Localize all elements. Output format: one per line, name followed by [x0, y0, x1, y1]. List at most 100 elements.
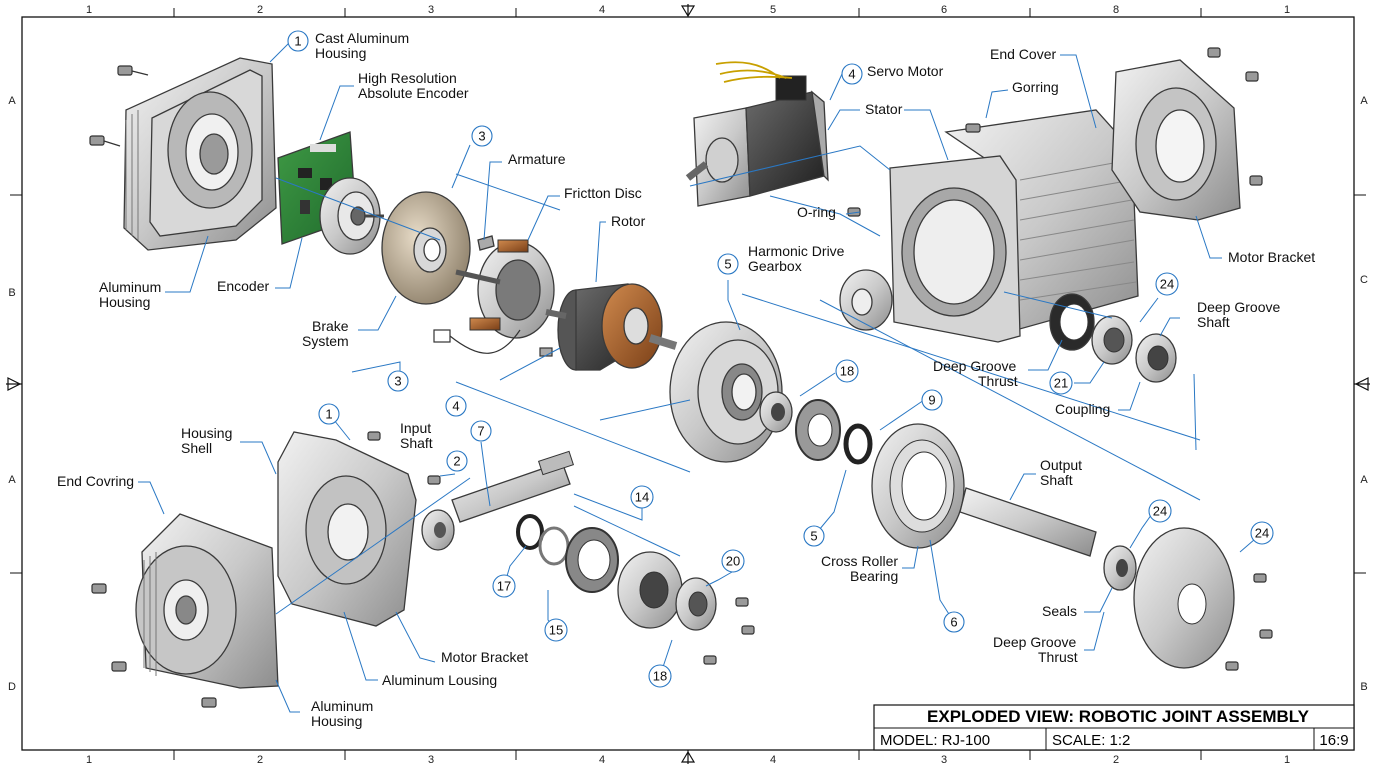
- cast-aluminum-housing-part: [123, 57, 277, 251]
- svg-text:2: 2: [453, 454, 460, 469]
- balloon-gear-5: 5: [803, 525, 825, 547]
- zone-labels-bottom: 1 2 3 4 4 3 2 1: [86, 754, 1290, 766]
- encoder-part: [319, 177, 384, 255]
- label-aluminum-lousing: Aluminum Lousing: [382, 672, 497, 688]
- zone-right-4: B: [1360, 681, 1367, 693]
- balloon-flange-24: 24: [1250, 521, 1274, 545]
- bottom-rings-part: [516, 514, 717, 631]
- svg-text:24: 24: [1255, 526, 1269, 541]
- balloon-bearing-24-top: 24: [1155, 272, 1179, 296]
- balloon-ring-15: 15: [544, 618, 568, 642]
- balloon-bearing-18-top: 18: [835, 359, 859, 383]
- label-motor-bracket-bottom: Motor Bracket: [441, 649, 528, 665]
- zone-right-2: C: [1360, 274, 1368, 286]
- svg-text:5: 5: [810, 529, 817, 544]
- balloon-servo-motor: 4: [841, 63, 863, 85]
- svg-text:4: 4: [848, 67, 855, 82]
- servo-motor-part: [685, 61, 829, 207]
- rotor-part: [545, 283, 678, 371]
- cross-roller-bearing-part: [871, 423, 965, 549]
- label-stator: Stator: [865, 101, 903, 117]
- screws-bottom-center: [703, 597, 755, 665]
- svg-text:24: 24: [1160, 277, 1174, 292]
- svg-text:7: 7: [477, 424, 484, 439]
- svg-text:9: 9: [928, 393, 935, 408]
- screws-top-left: [89, 65, 149, 147]
- balloon-bearing-20: 20: [721, 549, 745, 573]
- title-block-model: MODEL: RJ-100: [880, 732, 990, 749]
- label-armature: Armature: [508, 151, 566, 167]
- svg-text:1: 1: [294, 34, 301, 49]
- zone-top-4: 4: [599, 4, 605, 16]
- zone-labels-top: 1 2 3 4 5 6 8 1: [86, 4, 1290, 16]
- label-gorring: Gorring: [1012, 79, 1059, 95]
- zone-left-1: A: [8, 95, 16, 107]
- svg-text:14: 14: [635, 490, 649, 505]
- svg-text:1: 1: [325, 407, 332, 422]
- zone-top-3: 3: [428, 4, 434, 16]
- balloon-input-4: 4: [445, 395, 467, 417]
- label-servo-motor: Servo Motor: [867, 63, 944, 79]
- title-block-ratio: 16:9: [1319, 732, 1348, 749]
- zone-top-2: 2: [257, 4, 263, 16]
- svg-text:21: 21: [1054, 376, 1068, 391]
- zone-top-5: 5: [770, 4, 776, 16]
- svg-text:17: 17: [497, 579, 511, 594]
- zone-bottom-1: 1: [86, 754, 92, 766]
- balloon-bearing-18-bottom: 18: [648, 664, 672, 688]
- balloon-gear-14: 14: [630, 485, 654, 509]
- output-shaft-part: [959, 487, 1137, 591]
- zone-top-1: 1: [86, 4, 92, 16]
- center-bearings-part: [759, 391, 873, 465]
- harmonic-drive-part: [669, 269, 893, 463]
- svg-text:4: 4: [452, 399, 459, 414]
- brake-disc-part: [381, 191, 471, 305]
- svg-text:18: 18: [840, 364, 854, 379]
- balloon-screw-2: 2: [446, 450, 468, 472]
- svg-text:6: 6: [950, 615, 957, 630]
- top-right-bearings-part: [1049, 293, 1177, 383]
- zone-bottom-2: 2: [257, 754, 263, 766]
- svg-text:3: 3: [394, 374, 401, 389]
- zone-bottom-6: 3: [941, 754, 947, 766]
- balloon-output-24: 24: [1148, 499, 1172, 523]
- svg-text:20: 20: [726, 554, 740, 569]
- balloon-thrust-21: 21: [1049, 371, 1073, 395]
- title-block: EXPLODED VIEW: ROBOTIC JOINT ASSEMBLY MO…: [873, 704, 1355, 751]
- zone-bottom-4: 4: [599, 754, 605, 766]
- balloon-cast-housing: 1: [287, 30, 309, 52]
- balloon-ring-17: 17: [492, 574, 516, 598]
- label-encoder: Encoder: [217, 278, 269, 294]
- brake-connector-part: [433, 329, 553, 357]
- svg-text:18: 18: [653, 669, 667, 684]
- stator-housing-part: [889, 109, 1139, 343]
- zone-left-3: A: [8, 474, 16, 486]
- label-seals: Seals: [1042, 603, 1077, 619]
- output-flange-part: [1133, 527, 1235, 669]
- zone-top-8: 1: [1284, 4, 1290, 16]
- zone-labels-right: A C A B: [1360, 95, 1368, 693]
- svg-text:5: 5: [724, 257, 731, 272]
- end-covring-part: [135, 513, 279, 689]
- title-block-title: EXPLODED VIEW: ROBOTIC JOINT ASSEMBLY: [927, 707, 1310, 726]
- label-motor-bracket-right: Motor Bracket: [1228, 249, 1315, 265]
- balloon-seal-9: 9: [921, 389, 943, 411]
- balloon-harmonic: 5: [717, 253, 739, 275]
- label-coupling: Coupling: [1055, 401, 1110, 417]
- svg-text:15: 15: [549, 623, 563, 638]
- label-end-covring: End Covring: [57, 473, 134, 489]
- zone-top-7: 8: [1113, 4, 1119, 16]
- armature-clip-part: [477, 235, 495, 251]
- friction-disc-part: [455, 239, 555, 339]
- label-end-cover: End Cover: [990, 46, 1056, 62]
